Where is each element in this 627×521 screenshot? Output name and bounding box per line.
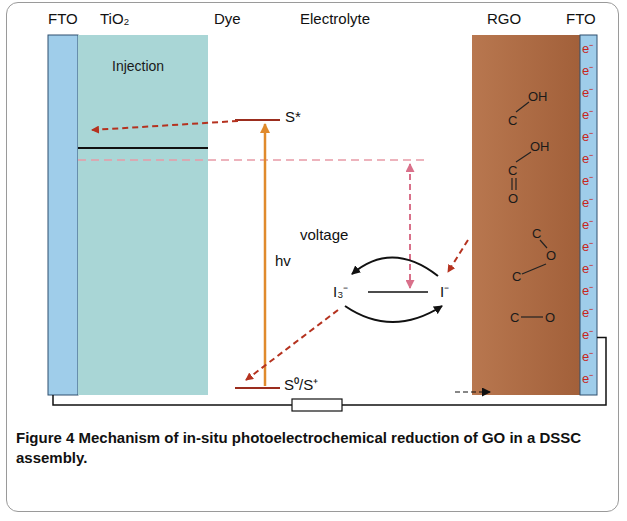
process-label: Injection — [112, 58, 164, 75]
functional-group: O — [546, 247, 556, 264]
electron-label: e⁻ — [582, 84, 593, 101]
functional-group: C — [532, 225, 541, 242]
functional-group: C — [510, 309, 519, 326]
electron-label: e⁻ — [582, 326, 593, 343]
external-circuit-wire — [53, 337, 606, 405]
electron-label: e⁻ — [582, 128, 593, 145]
voltage-label: voltage — [300, 226, 348, 243]
electron-label: e⁻ — [582, 172, 593, 189]
electron-label: e⁻ — [582, 238, 593, 255]
electron-label: e⁻ — [582, 348, 593, 365]
electron-label: e⁻ — [582, 260, 593, 277]
rgo-layer: RGOOHCOHCOCOCCO — [472, 35, 580, 395]
layer-heading: TiO₂ — [100, 10, 129, 27]
electron-label: e⁻ — [582, 106, 593, 123]
layer-heading: FTO — [48, 10, 78, 27]
tio2-layer: TiO₂Injection — [78, 35, 208, 395]
region-label: Dye — [214, 10, 241, 27]
fto-electrode: FTOe⁻e⁻e⁻e⁻e⁻e⁻e⁻e⁻e⁻e⁻e⁻e⁻e⁻e⁻e⁻e⁻ — [580, 35, 597, 395]
energy-level-label: S⁰/S⁺ — [284, 376, 318, 393]
functional-group: C — [508, 162, 517, 179]
functional-group: OH — [530, 138, 550, 155]
electron-label: e⁻ — [582, 304, 593, 321]
functional-group: O — [508, 190, 518, 207]
energy-level-label: S* — [285, 108, 301, 125]
figure-caption: Figure 4 Mechanism of in-situ photoelect… — [16, 428, 606, 468]
electron-label: e⁻ — [582, 282, 593, 299]
electron-label: e⁻ — [582, 194, 593, 211]
electron-label: e⁻ — [582, 62, 593, 79]
ion-label: I⁻ — [440, 283, 449, 300]
current-arrow — [455, 391, 490, 392]
ion-label: I₃⁻ — [333, 283, 348, 300]
functional-group: O — [545, 309, 555, 326]
photon-label: hv — [275, 252, 291, 269]
fto-electrode: FTO — [48, 35, 78, 395]
layer-heading: FTO — [566, 10, 596, 27]
electron-label: e⁻ — [582, 216, 593, 233]
region-label: Electrolyte — [300, 10, 370, 27]
functional-group: C — [508, 112, 517, 129]
resistor-symbol — [292, 399, 342, 411]
functional-group: C — [512, 268, 521, 285]
functional-group: OH — [528, 88, 548, 105]
electron-label: e⁻ — [582, 40, 593, 57]
layer-heading: RGO — [487, 10, 521, 27]
electron-label: e⁻ — [582, 150, 593, 167]
electron-label: e⁻ — [582, 370, 593, 387]
